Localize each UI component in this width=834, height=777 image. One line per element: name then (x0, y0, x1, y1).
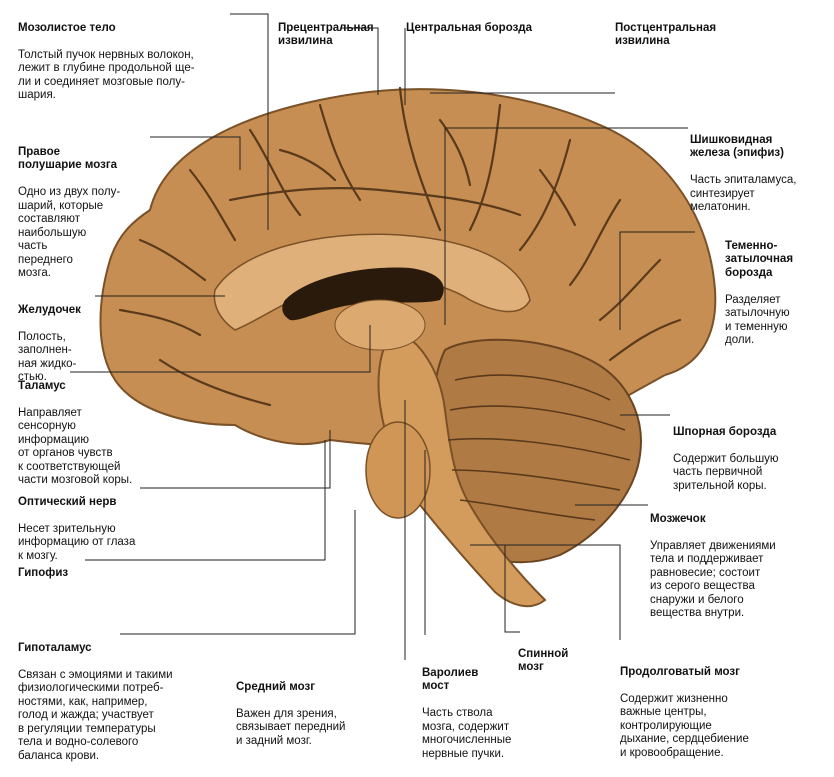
calcarine-title: Шпорная борозда (673, 425, 777, 438)
label-hypothalamus: Гипоталамус Связан с эмоциями и такими ф… (18, 628, 173, 777)
cerebellum-desc: Управляет движениями тела и поддерживает… (650, 539, 776, 620)
cerebellum-folia (447, 374, 631, 521)
pons-shape (365, 421, 431, 519)
label-midbrain: Средний мозг Важен для зрения, связывает… (236, 667, 345, 762)
label-pituitary: Гипофиз (18, 553, 68, 594)
brain-illustration (70, 13, 717, 660)
label-ventricle: Желудочек Полость, заполнен- ная жидко- … (18, 290, 81, 398)
label-central: Центральная борозда (406, 8, 532, 49)
label-medulla: Продолговатый мозг Содержит жизненно важ… (620, 652, 749, 774)
precentral-title: Прецентральная извилина (278, 21, 374, 48)
pineal-desc: Часть эпиталамуса, синтезирует мелатонин… (690, 174, 797, 213)
ventricle-desc: Полость, заполнен- ная жидко- стью. (18, 330, 77, 384)
postcentral-title: Постцентральная извилина (615, 21, 717, 48)
cerebellum-title: Мозжечок (650, 512, 706, 525)
pineal-title: Шишковидная железа (эпифиз) (690, 133, 784, 160)
label-postcentral: Постцентральная извилина (615, 8, 716, 62)
pons-desc: Часть ствола мозга, содержит многочислен… (422, 707, 512, 760)
label-parieto-occipital: Теменно- затылочная борозда Разделяет за… (725, 226, 793, 361)
spinal-cord-title: Спинной мозг (518, 647, 569, 674)
label-precentral: Прецентральная извилина (278, 8, 374, 62)
sulci (118, 86, 682, 407)
optic-nerve-desc: Несет зрительную информацию от глаза к м… (18, 522, 136, 562)
label-thalamus: Таламус Направляет сенсорную информацию … (18, 366, 132, 501)
label-right-hemisphere: Правое полушарие мозга Одно из двух полу… (18, 132, 120, 294)
corpus-callosum-desc: Толстый пучок нервных волокон, лежит в г… (18, 48, 195, 102)
label-optic-nerve: Оптический нерв Несет зрительную информа… (18, 482, 135, 577)
parieto-occipital-desc: Разделяет затылочную и теменную доли. (725, 293, 790, 347)
midbrain-title: Средний мозг (236, 680, 316, 693)
hypothalamus-desc: Связан с эмоциями и такими физиологическ… (18, 668, 173, 762)
label-pineal: Шишковидная железа (эпифиз) Часть эпитал… (690, 120, 796, 228)
midbrain-desc: Важен для зрения, связывает передний и з… (236, 707, 346, 747)
thalamus-title: Таламус (18, 379, 66, 392)
label-calcarine: Шпорная борозда Содержит большую часть п… (673, 412, 779, 507)
pons-title: Варолиев мост (422, 666, 479, 693)
label-corpus-callosum: Мозолистое тело Толстый пучок нервных во… (18, 8, 195, 116)
pituitary-title: Гипофиз (18, 566, 69, 579)
corpus-callosum-title: Мозолистое тело (18, 21, 116, 34)
corpus-callosum-shape (213, 233, 531, 331)
hypothalamus-title: Гипоталамус (18, 641, 92, 654)
calcarine-desc: Содержит большую часть первичной зритель… (673, 452, 779, 492)
thalamus-desc: Направляет сенсорную информацию от орган… (18, 406, 133, 487)
thalamus-shape (334, 299, 426, 351)
right-hemisphere-desc: Одно из двух полу- шарий, которые состав… (18, 186, 121, 279)
brainstem (377, 328, 547, 608)
label-cerebellum: Мозжечок Управляет движениями тела и под… (650, 499, 776, 634)
ventricle-shape (282, 267, 444, 321)
optic-nerve-title: Оптический нерв (18, 495, 117, 508)
parieto-occipital-title: Теменно- затылочная борозда (725, 239, 794, 279)
label-pons: Варолиев мост Часть ствола мозга, содерж… (422, 653, 511, 775)
label-spinal-cord: Спинной мозг (518, 634, 568, 688)
ventricle-title: Желудочек (18, 303, 81, 316)
right-hemisphere-title: Правое полушарие мозга (18, 145, 118, 172)
central-title: Центральная борозда (406, 21, 532, 34)
medulla-title: Продолговатый мозг (620, 665, 740, 678)
leader-lines (70, 13, 695, 660)
